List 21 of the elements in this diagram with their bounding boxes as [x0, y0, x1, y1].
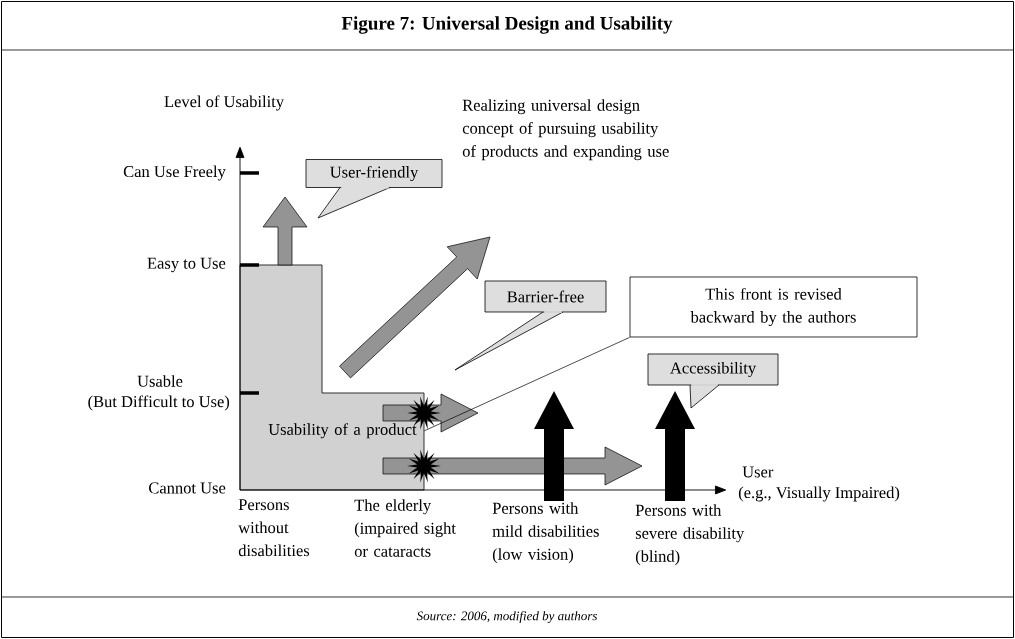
axis-label: Persons with mild disabilities (low vision) [492, 502, 599, 564]
callout-bubble: User-friendly [305, 159, 443, 219]
figure-title: Figure 7: Universal Design and Usability [341, 16, 673, 34]
axis-label: Easy to Use [147, 257, 226, 273]
callout-bubble: Accessibility [647, 353, 779, 409]
axis-label: Level of Usability [164, 95, 284, 111]
area-label: Usability of a product [268, 423, 417, 439]
axis-label: Realizing universal design concept of pursuing usability of products and expanding use [462, 99, 669, 161]
axis-label: The elderly (impaired sight or cataracts [354, 499, 456, 557]
leader-line [424, 337, 630, 432]
axis-label: Cannot Use [149, 482, 226, 494]
callout-bubble: Barrier-free [454, 280, 607, 371]
axis-label: (But Difficult to Use) [88, 395, 230, 411]
note-box: This front is revised backward by the authors [629, 276, 918, 338]
axis-label: User [742, 466, 774, 478]
source-caption: Source: 2006, modified by authors [416, 611, 597, 623]
axis-label: Can Use Freely [123, 165, 226, 181]
axis-label: Persons with severe disability (blind) [635, 504, 745, 566]
axis-label: Usable [137, 375, 183, 387]
axis-label: (e.g., Visually Impaired) [738, 486, 900, 502]
axis-label: Persons without disabilities [238, 499, 310, 557]
